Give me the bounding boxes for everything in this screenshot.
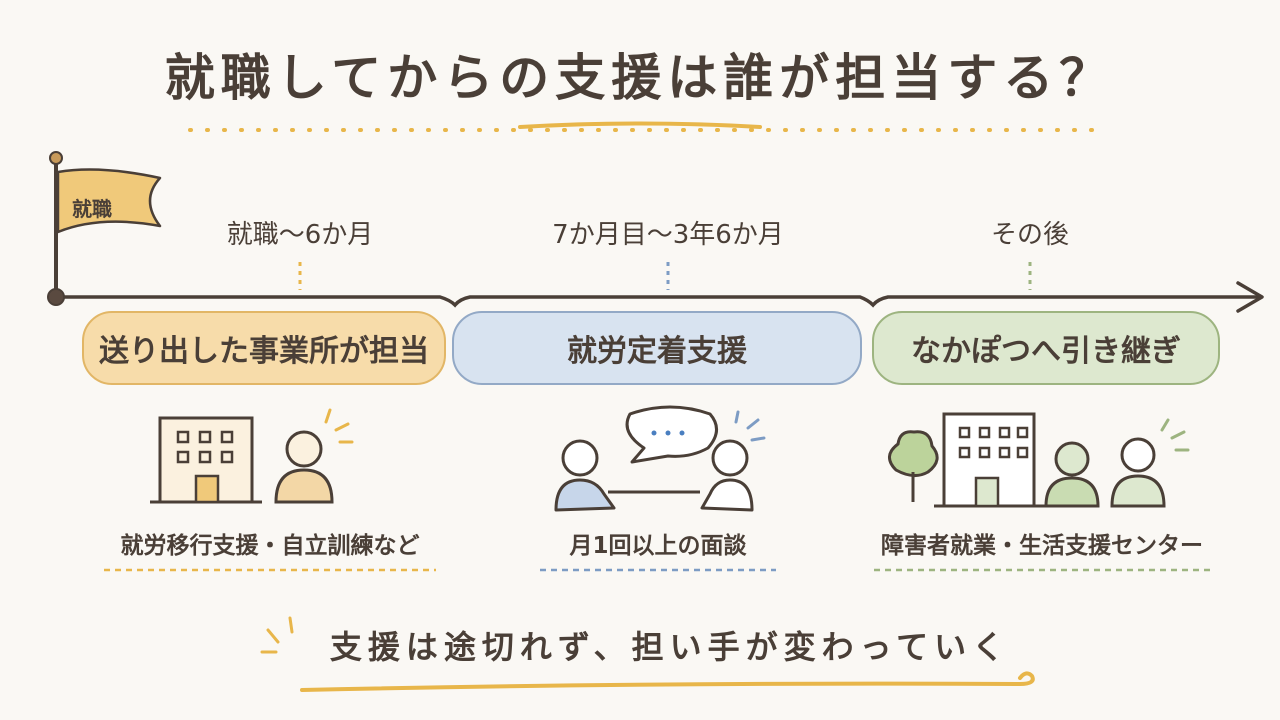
person-icon [1110, 418, 1190, 508]
stage-2-period: 7か月目〜3年6か月 [552, 220, 784, 250]
tree-icon [888, 430, 939, 502]
sparkle-icon [260, 616, 294, 654]
person-icon [700, 410, 766, 512]
stage-3-label: なかぽつへ引き継ぎ [872, 311, 1220, 385]
stage-2-label: 就労定着支援 [452, 311, 862, 385]
summary-underline [300, 671, 1035, 692]
page-title: 就職してからの支援は誰が担当する？ [164, 49, 1116, 107]
person-icon [554, 439, 616, 512]
title-underline [188, 121, 1102, 132]
office-building-icon [934, 412, 1046, 508]
stage-3-caption: 障害者就業・生活支援センター [881, 533, 1203, 559]
stage-1-caption: 就労移行支援・自立訓練など [120, 533, 420, 559]
speech-bubble-icon [625, 405, 718, 464]
flag-icon [47, 151, 162, 306]
office-building-icon [150, 416, 262, 504]
stage-1-period: 就職〜6か月 [226, 220, 374, 250]
person-icon [274, 408, 354, 504]
person-icon [1044, 441, 1100, 508]
stage-2-caption: 月1回以上の面談 [569, 533, 747, 559]
stage-1-label: 送り出した事業所が担当 [82, 311, 446, 385]
stage-3-period: その後 [990, 220, 1069, 250]
summary-message: 支援は途切れず、担い手が変わっていく [329, 628, 1011, 666]
timeline-arrow [56, 281, 1264, 313]
flag-label: 就職 [72, 197, 112, 221]
